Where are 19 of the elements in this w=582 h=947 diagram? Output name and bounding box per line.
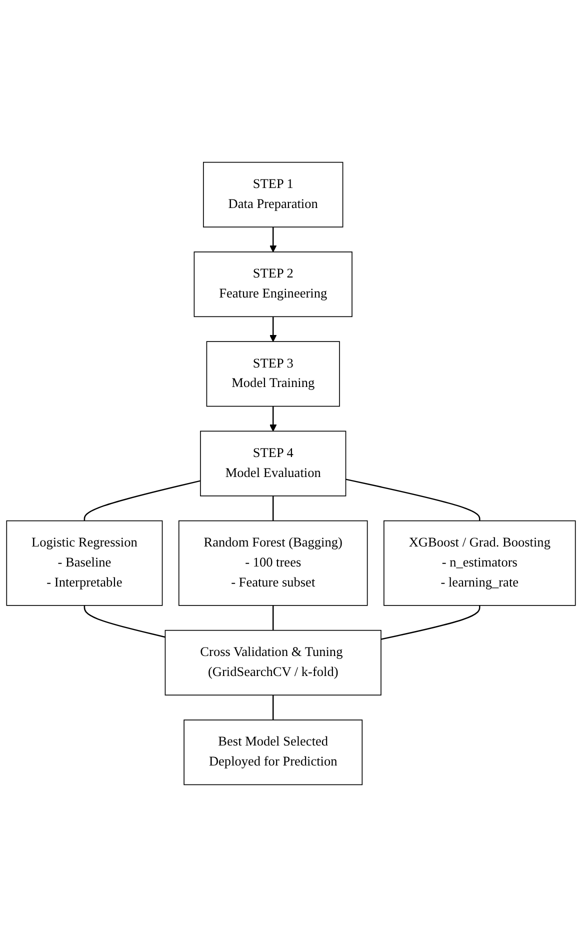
node-box: STEP 3 Model Training <box>206 341 340 407</box>
node-box: Random Forest (Bagging) - 100 trees - Feature subset <box>178 520 368 606</box>
connector <box>380 605 480 640</box>
arrow <box>269 406 277 432</box>
connector <box>272 605 274 630</box>
node-box: STEP 2 Feature Engineering <box>194 252 352 318</box>
node-box: XGBoost / Grad. Boosting - n_estimators - learning_rate <box>384 520 576 606</box>
node-box: Cross Validation & Tuning (GridSearchCV / k-fold) <box>164 630 382 696</box>
connector <box>84 480 201 521</box>
node-box: STEP 4 Model Evaluation <box>200 430 346 496</box>
connector <box>272 695 274 720</box>
node-box: Logistic Regression - Baseline - Interpretable <box>6 520 163 606</box>
arrow <box>269 316 277 342</box>
arrow <box>269 227 277 252</box>
node-box: Best Model Selected Deployed for Prediction <box>184 720 363 786</box>
connector <box>272 496 274 521</box>
connector <box>346 478 480 521</box>
connector <box>84 605 166 638</box>
node-box: STEP 1 Data Preparation <box>203 162 344 228</box>
